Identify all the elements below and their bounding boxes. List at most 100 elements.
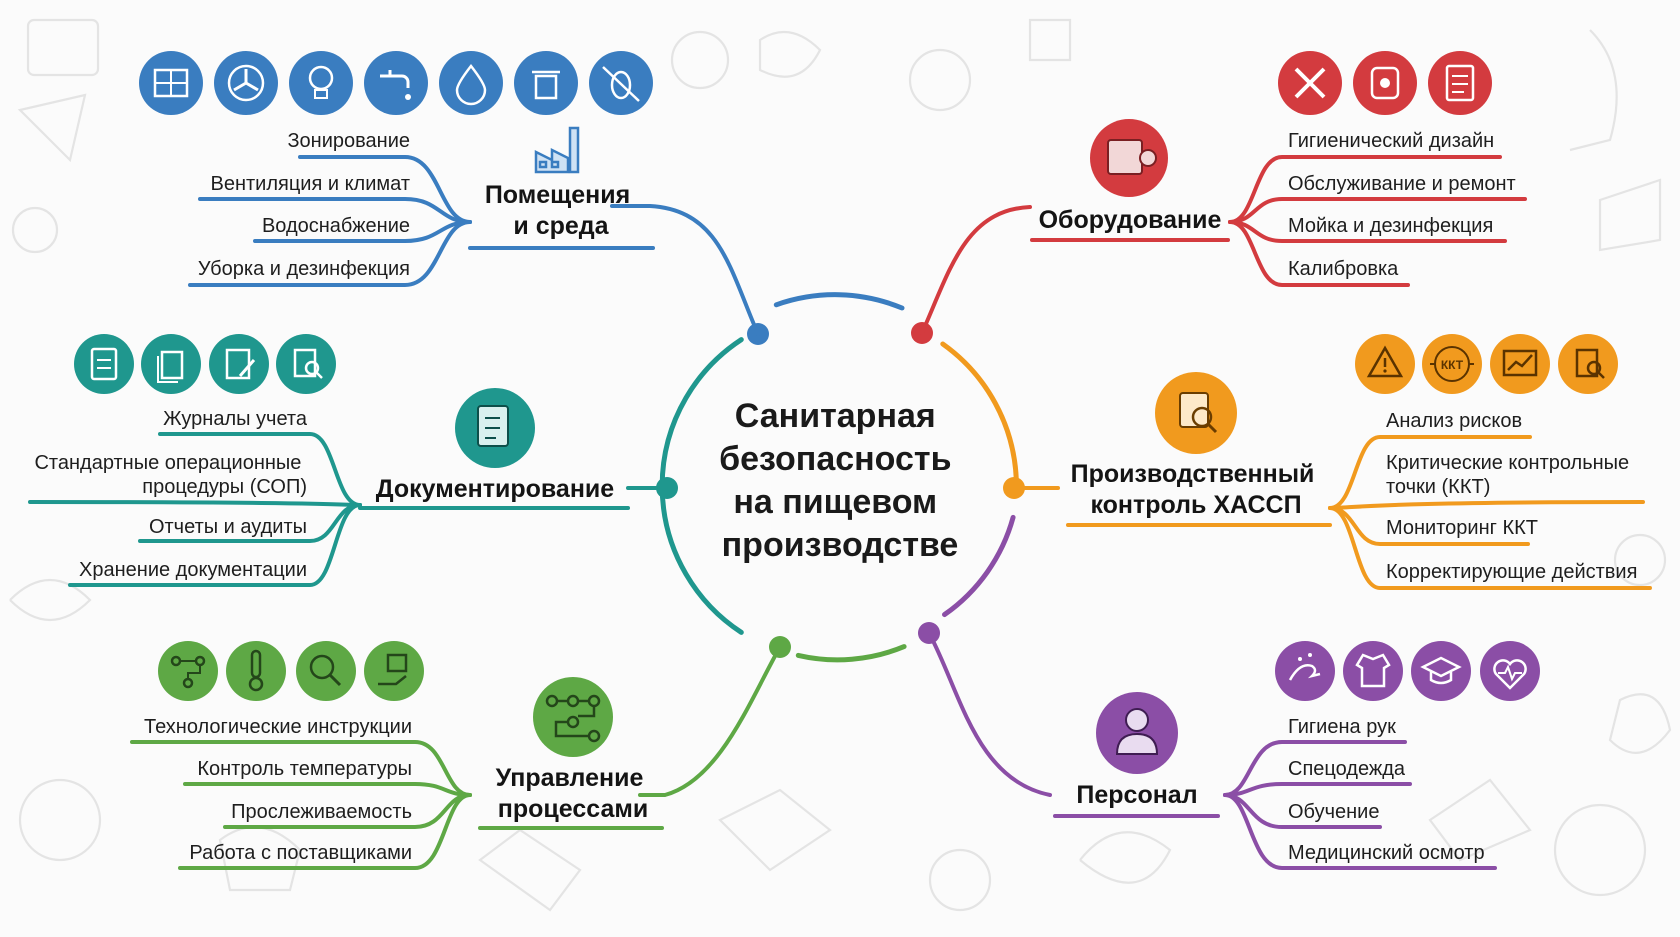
equipment-title: Оборудование [1039, 206, 1222, 234]
haccp-items: Анализ рисков Критические контрольные то… [1386, 410, 1637, 583]
processes-item-3: Прослеживаемость [231, 801, 412, 823]
premises-item-1: Зонирование [287, 130, 410, 152]
personnel-item-3: Обучение [1288, 801, 1379, 823]
branch-personnel [927, 631, 1497, 870]
factory-icon [534, 126, 580, 174]
equipment-item-2: Обслуживание и ремонт [1288, 173, 1516, 195]
haccp-item-2: Критические контрольные точки (ККТ) [1386, 452, 1635, 498]
personnel-items: Гигиена рук Спецодежда Обучение Медицинс… [1288, 716, 1485, 864]
haccp-badge [1155, 372, 1237, 454]
processes-items: Технологические инструкции Контроль темп… [144, 716, 412, 864]
machinery-icon [1107, 139, 1143, 175]
branch-haccp [1023, 435, 1652, 590]
documentation-icon-row [74, 334, 336, 394]
branch-equipment [920, 155, 1527, 335]
equipment-items: Гигиенический дизайн Обслуживание и ремо… [1288, 130, 1516, 280]
thermometer-icon [226, 641, 286, 701]
ring-arc-processes [795, 644, 907, 663]
haccp-title: Производственный контроль ХАССП [1071, 460, 1322, 519]
lightbulb-icon [289, 51, 353, 115]
processes-title: Управление процессами [496, 764, 651, 823]
dot-haccp [1003, 477, 1025, 499]
documentation-item-4: Хранение документации [79, 559, 307, 581]
personnel-badge [1096, 692, 1178, 774]
documentation-title: Документирование [376, 475, 615, 503]
tank-icon [1353, 51, 1417, 115]
building-plan-icon [139, 51, 203, 115]
premises-item-3: Водоснабжение [262, 215, 410, 237]
document-search-icon [276, 334, 336, 394]
tools-icon [1278, 51, 1342, 115]
equipment-badge [1090, 119, 1168, 197]
graduation-cap-icon [1411, 641, 1471, 701]
process-flow-icon [158, 641, 218, 701]
uniform-icon [1343, 641, 1403, 701]
documents-stack-icon [141, 334, 201, 394]
personnel-title: Персонал [1076, 781, 1197, 809]
fan-icon [214, 51, 278, 115]
haccp-item-4: Корректирующие действия [1386, 561, 1637, 583]
worker-icon [1115, 708, 1159, 755]
premises-item-4: Уборка и дезинфекция [198, 258, 410, 280]
ring-arc-personnel [942, 514, 1016, 618]
clipboard-icon [74, 334, 134, 394]
pest-control-icon [589, 51, 653, 115]
documentation-item-1: Журналы учета [163, 408, 308, 430]
premises-icon-row [139, 51, 653, 115]
premises-title: Помещения и среда [485, 181, 637, 240]
personnel-item-4: Медицинский осмотр [1288, 842, 1485, 864]
haccp-item-1: Анализ рисков [1386, 410, 1522, 432]
center-title: Санитарная безопасность на пищевом произ… [719, 397, 961, 564]
personnel-item-1: Гигиена рук [1288, 716, 1396, 738]
branch-documentation [28, 432, 658, 587]
svg-text:ККТ: ККТ [1441, 358, 1464, 372]
haccp-icon-row: ККТ [1355, 334, 1618, 394]
processes-item-4: Работа с поставщиками [189, 842, 412, 864]
equipment-icon-row [1278, 51, 1492, 115]
document-search-icon [1558, 334, 1618, 394]
premises-items: Зонирование Вентиляция и климат Водоснаб… [198, 130, 410, 280]
ring-arc-haccp [940, 341, 1019, 482]
flow-diagram-icon [545, 694, 601, 743]
warning-icon [1355, 334, 1415, 394]
clipboard-pen-icon [477, 405, 509, 447]
equipment-connector [920, 205, 1032, 335]
water-drop-icon [439, 51, 503, 115]
documentation-badge [455, 388, 535, 468]
personnel-icon-row [1275, 641, 1540, 701]
ring-arc-premises [773, 292, 905, 311]
equipment-item-1: Гигиенический дизайн [1288, 130, 1494, 152]
haccp-item-3: Мониторинг ККТ [1386, 517, 1538, 539]
document-edit-icon [209, 334, 269, 394]
checklist-icon [1428, 51, 1492, 115]
personnel-item-2: Спецодежда [1288, 758, 1406, 780]
processes-icon-row [158, 641, 424, 701]
heart-pulse-icon [1480, 641, 1540, 701]
documentation-items: Журналы учета Стандартные операционные п… [34, 408, 307, 581]
hand-washing-icon [1275, 641, 1335, 701]
processes-item-2: Контроль температуры [197, 758, 412, 780]
premises-connector [610, 204, 760, 336]
target-icon: ККТ [1422, 334, 1482, 394]
supplier-box-icon [364, 641, 424, 701]
premises-item-2: Вентиляция и климат [211, 173, 411, 195]
svg-text:Помещения и среда: Помещения и среда [485, 181, 637, 240]
monitor-chart-icon [1490, 334, 1550, 394]
processes-connector [638, 645, 782, 797]
documentation-item-3: Отчеты и аудиты [149, 516, 307, 538]
branch-processes [130, 645, 782, 870]
water-tap-icon [364, 51, 428, 115]
branch-premises [188, 155, 760, 336]
trash-bin-icon [514, 51, 578, 115]
background-doodles [9, 18, 1672, 912]
processes-badge [533, 677, 613, 757]
equipment-item-3: Мойка и дезинфекция [1288, 215, 1493, 237]
documentation-item-2: Стандартные операционные процедуры (СОП) [34, 452, 307, 498]
personnel-connector [927, 631, 1052, 797]
equipment-item-4: Калибровка [1288, 258, 1399, 280]
processes-item-1: Технологические инструкции [144, 716, 412, 738]
traceability-search-icon [296, 641, 356, 701]
dot-documentation [656, 477, 678, 499]
